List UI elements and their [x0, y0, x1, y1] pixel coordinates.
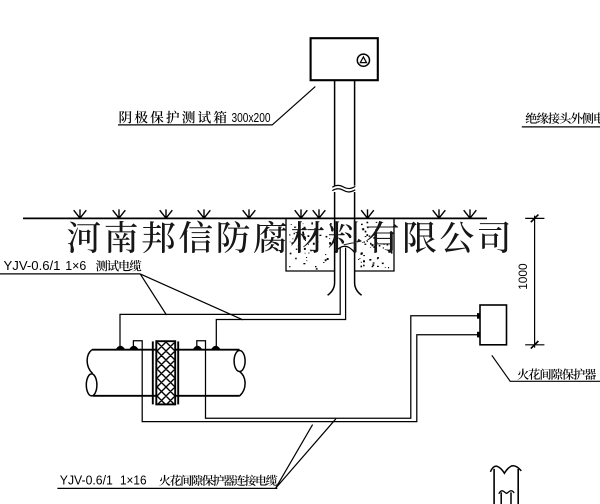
- svg-text:YJV-0.6/1: YJV-0.6/1: [4, 258, 61, 273]
- svg-text:YJV-0.6/1: YJV-0.6/1: [60, 473, 113, 488]
- svg-text:1000: 1000: [517, 263, 530, 289]
- svg-text:300x200: 300x200: [232, 110, 271, 125]
- svg-text:1×16: 1×16: [120, 473, 147, 488]
- svg-text:1×6: 1×6: [65, 258, 86, 273]
